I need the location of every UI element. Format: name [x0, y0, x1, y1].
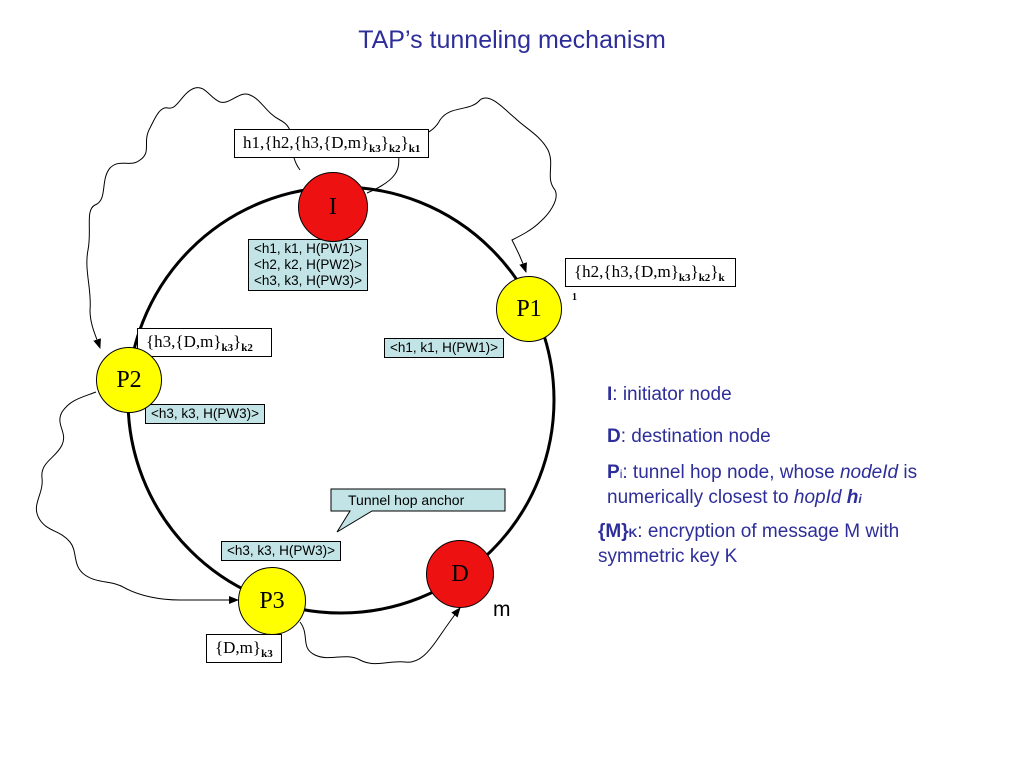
key-subscript: k2: [698, 272, 711, 284]
anchor-at-p2: <h3, k3, H(PW3)>: [145, 404, 266, 424]
message-text: h1,{h2,{h3,{D,m}: [243, 133, 370, 152]
node-destination: D: [426, 540, 494, 608]
legend-encryption: {M}K: encryption of message M with symme…: [598, 521, 900, 567]
legend-initiator: I: initiator node: [607, 384, 732, 405]
route-p3-to-d: [299, 607, 461, 665]
legend-tunnel-hop: Pi: tunnel hop node, whose nodeId is num…: [607, 462, 918, 508]
key-subscript: k2: [388, 143, 401, 155]
payload-label: m: [493, 598, 511, 621]
page-title: TAP’s tunneling mechanism: [358, 26, 666, 54]
anchors-at-initiator: <h1, k1, H(PW1)> <h2, k2, H(PW2)> <h3, k…: [248, 239, 369, 291]
key-subscript: k: [718, 272, 725, 284]
message-brace: }: [380, 133, 389, 152]
message-brace: }: [233, 332, 242, 351]
message-brace: }: [400, 133, 409, 152]
route-i-to-p2: [86, 87, 301, 349]
callout-bubble: [330, 488, 506, 533]
anchor-line: <h3, k3, H(PW3)>: [254, 273, 363, 288]
key-subscript: k3: [678, 272, 691, 284]
message-text: {D,m}: [215, 638, 262, 657]
anchor-line: <h1, k1, H(PW1)>: [254, 241, 363, 256]
message-brace: }: [690, 262, 699, 281]
callout-label: Tunnel hop anchor: [348, 492, 465, 508]
key-subscript: k3: [261, 648, 273, 660]
legend-destination: D: destination node: [607, 426, 771, 447]
key-subscript-wrapped: 1: [572, 292, 577, 303]
node-p3: P3: [238, 567, 306, 635]
node-p2: P2: [96, 347, 162, 413]
route-p2-to-p3: [35, 391, 239, 604]
node-p1: P1: [496, 276, 562, 342]
anchor-line: <h2, k2, H(PW2)>: [254, 257, 363, 272]
anchor-at-p1: <h1, k1, H(PW1)>: [384, 338, 505, 358]
message-brace: }: [710, 262, 719, 281]
node-initiator: I: [298, 172, 368, 242]
key-subscript: k1: [408, 143, 421, 155]
legend: I: initiator node: [607, 383, 732, 407]
anchor-at-p3: <h3, k3, H(PW3)>: [221, 541, 342, 561]
message-at-initiator: h1,{h2,{h3,{D,m}k3}k2}k1: [234, 129, 430, 158]
message-text: {h3,{D,m}: [146, 332, 222, 351]
key-subscript: k3: [369, 143, 381, 155]
message-text: {h2,{h3,{D,m}: [574, 262, 679, 281]
key-subscript: k2: [241, 342, 253, 354]
message-at-p3: {D,m}k3: [206, 634, 282, 663]
key-subscript: k3: [221, 342, 234, 354]
message-at-p2: {h3,{D,m}k3}k2: [137, 328, 272, 357]
message-at-p1: {h2,{h3,{D,m}k3}k2}k 1: [565, 258, 736, 303]
route-i-to-p1: [366, 97, 557, 273]
